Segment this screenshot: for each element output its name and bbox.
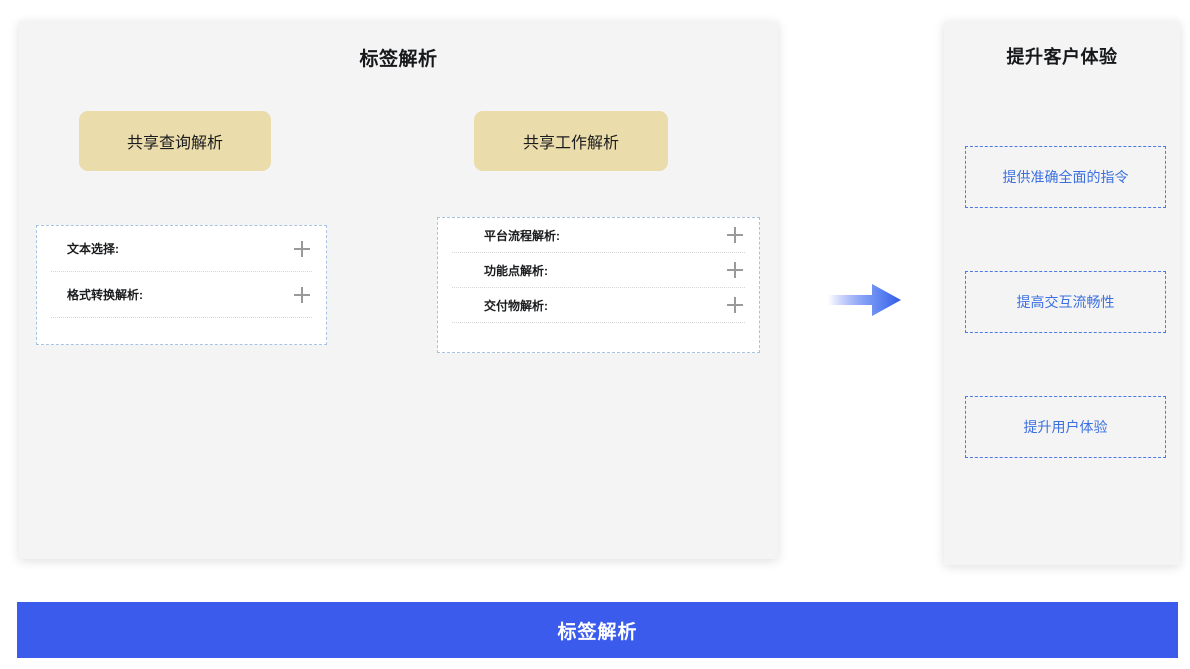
- row-label: 交付物解析:: [484, 298, 548, 313]
- list-item[interactable]: 交付物解析:: [452, 288, 745, 323]
- plus-icon[interactable]: [294, 240, 310, 257]
- shared-work-parse-button[interactable]: 共享工作解析: [474, 111, 668, 171]
- list-item[interactable]: 平台流程解析:: [452, 218, 745, 253]
- improve-customer-experience-panel: 提升客户体验 提供准确全面的指令 提高交互流畅性 提升用户体验: [944, 21, 1180, 565]
- plus-icon[interactable]: [294, 286, 310, 303]
- label-parsing-panel: 标签解析 共享查询解析 共享工作解析 文本选择: 格式转换解析: 平台流程解析:…: [19, 21, 778, 559]
- work-parse-card: 平台流程解析: 功能点解析: 交付物解析:: [437, 217, 760, 353]
- bottom-banner: 标签解析: [17, 602, 1178, 658]
- left-panel-title: 标签解析: [359, 49, 438, 70]
- row-label: 功能点解析:: [484, 263, 548, 278]
- list-item[interactable]: 功能点解析:: [452, 253, 745, 288]
- list-item[interactable]: 格式转换解析:: [51, 272, 312, 318]
- row-label: 文本选择:: [67, 242, 119, 256]
- goal-box-user-experience[interactable]: 提升用户体验: [965, 396, 1166, 458]
- goal-box-interaction-fluency[interactable]: 提高交互流畅性: [965, 271, 1166, 333]
- shared-query-parse-button[interactable]: 共享查询解析: [79, 111, 271, 171]
- goal-box-accurate-instructions[interactable]: 提供准确全面的指令: [965, 146, 1166, 208]
- right-panel-title: 提升客户体验: [1006, 47, 1118, 67]
- query-parse-card: 文本选择: 格式转换解析:: [36, 225, 327, 345]
- list-item[interactable]: 文本选择:: [51, 226, 312, 272]
- plus-icon[interactable]: [727, 297, 743, 313]
- row-label: 平台流程解析:: [484, 228, 560, 243]
- plus-icon[interactable]: [727, 227, 743, 243]
- plus-icon[interactable]: [727, 262, 743, 278]
- row-label: 格式转换解析:: [67, 288, 143, 302]
- right-arrow-icon: [828, 284, 901, 316]
